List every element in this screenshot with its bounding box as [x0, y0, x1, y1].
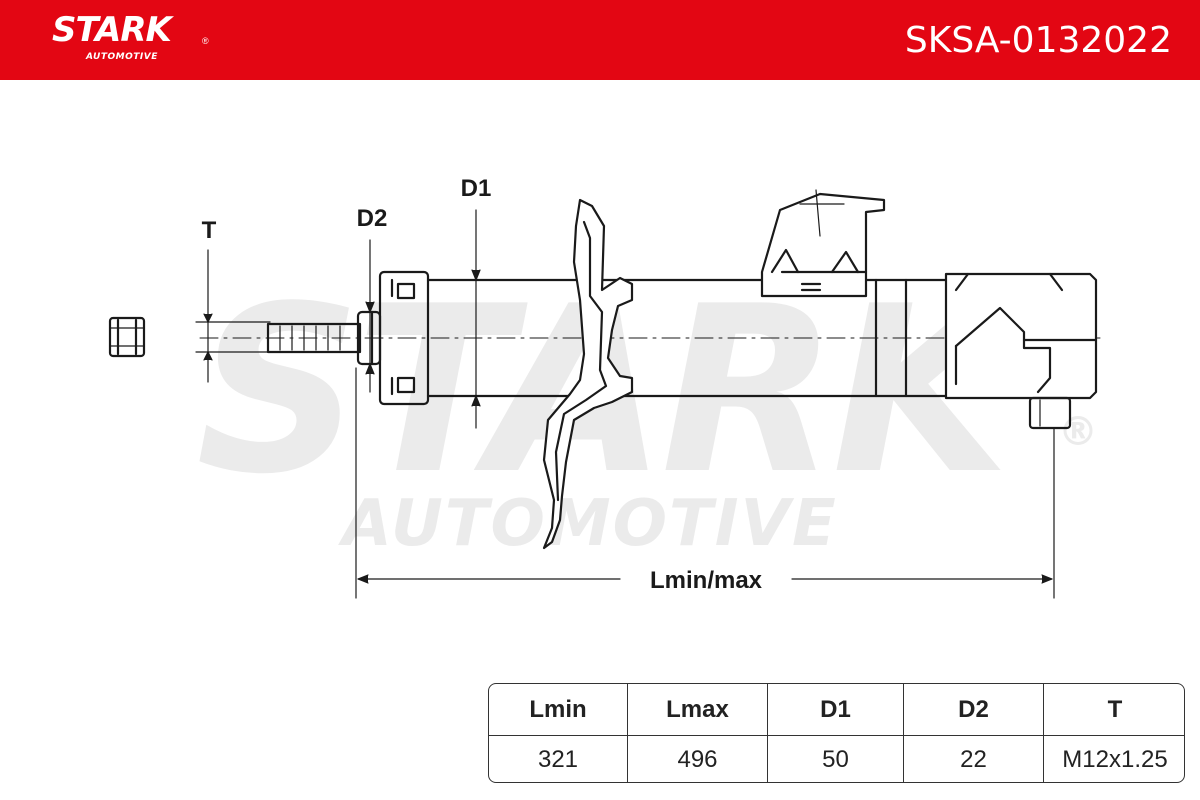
logo-registered-mark: ®: [202, 36, 209, 46]
label-t: T: [202, 217, 217, 244]
spec-value-t: M12x1.25: [1062, 746, 1168, 773]
dimensions: [195, 209, 1055, 599]
stark-logo: STARK ® AUTOMOTIVE: [52, 10, 209, 62]
top-mount: [378, 270, 430, 406]
spec-value-d2: 22: [904, 736, 1044, 782]
nut: [108, 316, 146, 358]
spec-value-d1: 50: [768, 736, 904, 782]
spec-header-lmax: Lmax: [628, 684, 768, 736]
spring-seat-inner: [554, 220, 608, 502]
logo-subtitle: AUTOMOTIVE: [86, 52, 158, 62]
threaded-stud: [266, 322, 362, 354]
spring-seat: [542, 198, 634, 550]
stabilizer-bracket: [760, 189, 886, 298]
watermark-registered: ®: [1058, 409, 1098, 455]
watermark-subtitle: AUTOMOTIVE: [337, 487, 838, 561]
spec-header-d1: D1: [768, 684, 904, 736]
label-d1: D1: [461, 175, 492, 202]
shock-absorber-diagram: STARK AUTOMOTIVE ®: [108, 175, 1101, 599]
label-length: Lmin/max: [650, 567, 763, 594]
part-number: SKSA-0132022: [904, 20, 1172, 61]
logo-brand-text: STARK: [52, 10, 172, 50]
spec-table: Lmin Lmax D1 D2 T 321 496 50 22 M12x1.25: [488, 683, 1185, 783]
spec-value-lmax: 496: [628, 736, 768, 782]
spec-header-t: T: [1044, 684, 1184, 736]
spec-header-d2: D2: [904, 684, 1044, 736]
header-bar: STARK ® AUTOMOTIVE SKSA-0132022: [0, 0, 1200, 80]
spec-header-lmin: Lmin: [489, 684, 628, 736]
label-d2: D2: [357, 205, 388, 232]
knuckle-clamp: [944, 272, 1098, 430]
spec-value-lmin: 321: [489, 736, 628, 782]
